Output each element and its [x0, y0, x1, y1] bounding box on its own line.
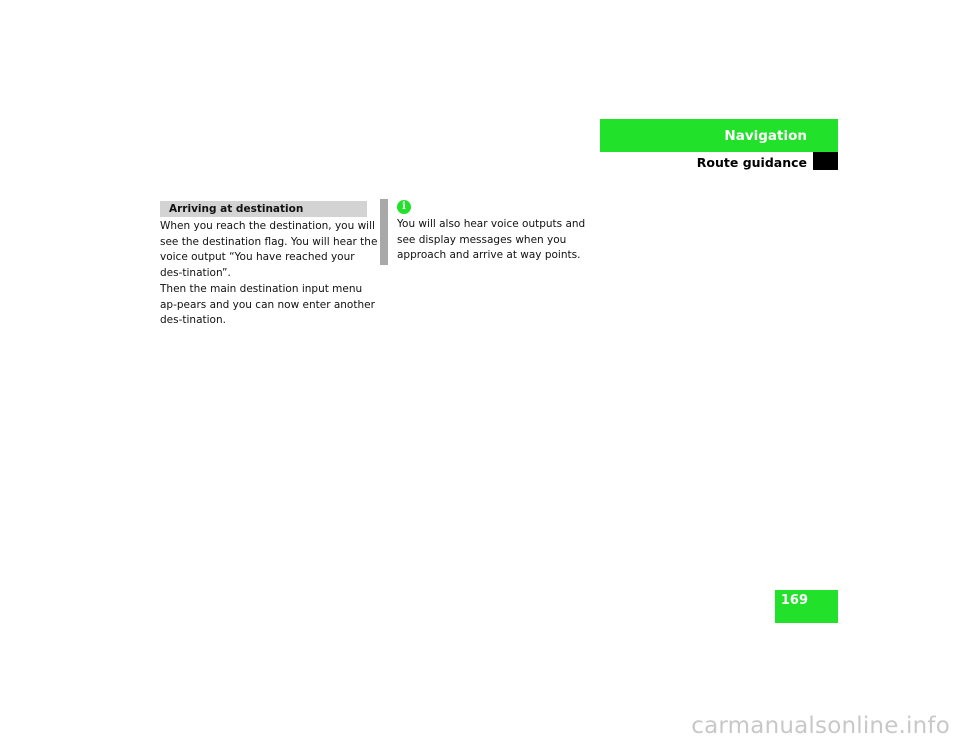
header-marker — [813, 152, 838, 170]
header-banner — [600, 119, 838, 152]
chapter-title: Navigation — [724, 128, 807, 144]
page-number: 169 — [780, 593, 808, 608]
paragraph-arrival: When you reach the destination, you will… — [160, 220, 378, 279]
note-text: You will also hear voice outputs and see… — [397, 218, 586, 262]
page-number-box — [775, 590, 838, 623]
watermark: carmanualsonline.info — [691, 713, 950, 739]
info-icon: i — [397, 200, 411, 214]
section-heading-bar — [160, 201, 367, 217]
section-subtitle: Route guidance — [696, 155, 807, 170]
section-heading: Arriving at destination — [169, 203, 304, 215]
paragraph-next-destination: Then the main destination input menu ap-… — [160, 283, 375, 327]
note-sidebar — [380, 199, 388, 265]
